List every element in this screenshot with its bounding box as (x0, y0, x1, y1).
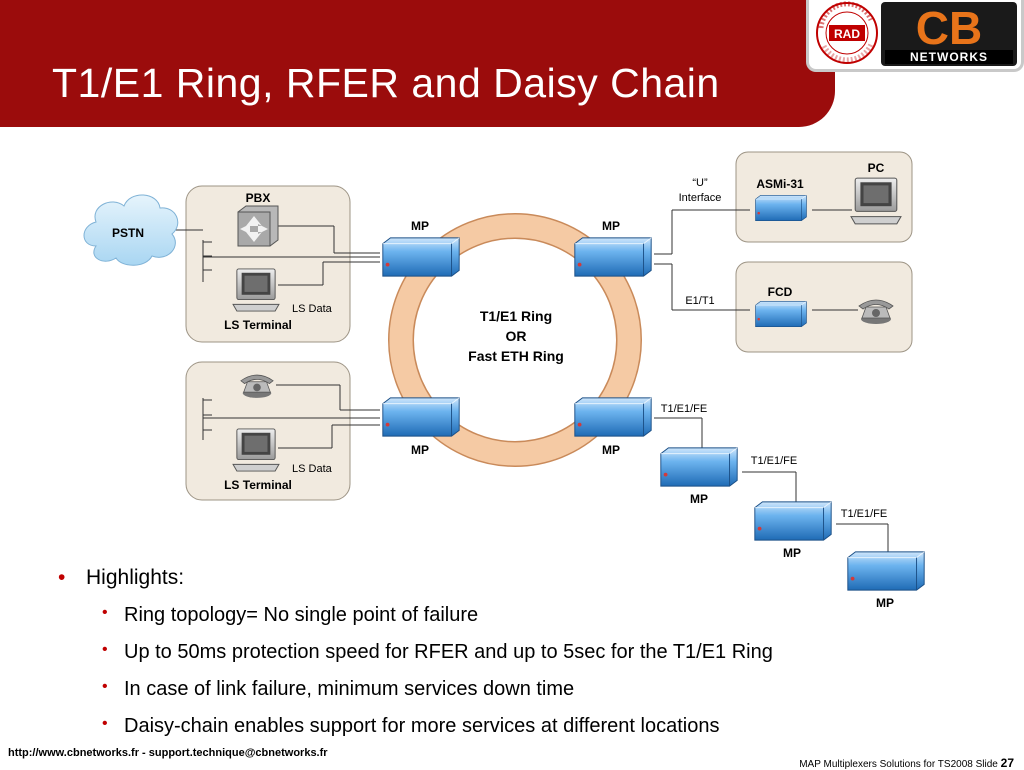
ls-terminal-1-label: LS Terminal (224, 318, 292, 332)
footer-slide-info: MAP Multiplexers Solutions for TS2008 Sl… (799, 756, 1014, 770)
cb-networks-logo: RAD CB NETWORKS (816, 1, 1017, 66)
highlights-title: Highlights: (86, 566, 185, 589)
slide-number: 27 (1000, 756, 1014, 770)
site-panel-fcd (735, 261, 913, 353)
slide-title: T1/E1 Ring, RFER and Daisy Chain (52, 60, 720, 106)
connections (170, 209, 889, 552)
chain-link-1-label: T1/E1/FE (661, 403, 707, 415)
bullet-icon: • (102, 604, 108, 621)
mp-chain-1-label: MP (690, 492, 708, 506)
highlight-text: Daisy-chain enables support for more ser… (124, 715, 720, 737)
logo: RAD CB NETWORKS (806, 0, 1024, 72)
rad-logo (829, 25, 865, 41)
ls-terminal-2-label: LS Terminal (224, 478, 292, 492)
ls-terminal-2-icon (232, 428, 280, 472)
mp-bottom-left-device (382, 397, 460, 437)
u-interface-label-line1: “U” (692, 177, 708, 189)
mp-bottom-right-device (574, 397, 652, 437)
ring-label-line2: OR (506, 328, 527, 344)
ring-label-line1: T1/E1 Ring (480, 308, 552, 324)
phone-2-icon (858, 299, 894, 325)
chain-link-3-label: T1/E1/FE (841, 508, 887, 520)
highlight-text: Up to 50ms protection speed for RFER and… (124, 641, 773, 663)
fcd-label: FCD (768, 285, 793, 299)
fcd-device (755, 300, 807, 328)
mp-top-right-label: MP (602, 219, 620, 233)
header-bar (0, 0, 835, 127)
highlight-item: • Ring topology= No single point of fail… (58, 604, 978, 641)
highlights-heading: • Highlights: (58, 566, 978, 596)
mp-top-left-label: MP (411, 219, 429, 233)
footer-contact: http://www.cbnetworks.fr - support.techn… (8, 747, 328, 759)
mp-bottom-right-label: MP (602, 443, 620, 457)
site-panel-pbx (185, 185, 351, 343)
pc-icon (850, 177, 902, 225)
networks-logo-text: NETWORKS (910, 50, 988, 64)
mp-chain-3-label: MP (876, 596, 894, 610)
footer-slide-label: Slide (975, 759, 998, 770)
chain-link-2-label: T1/E1/FE (751, 455, 797, 467)
rad-logo-text: RAD (834, 27, 860, 41)
highlight-item: • In case of link failure, minimum servi… (58, 678, 978, 715)
ls-data-1-label: LS Data (292, 303, 333, 315)
bullet-icon: • (102, 678, 108, 695)
mp-top-left-device (382, 237, 460, 277)
ls-terminal-1-icon (232, 268, 280, 312)
ls-data-2-label: LS Data (292, 463, 333, 475)
e1t1-label: E1/T1 (685, 295, 714, 307)
highlights-list: • Highlights: • Ring topology= No single… (58, 566, 978, 752)
bullet-icon: • (58, 566, 66, 589)
pstn-cloud (83, 194, 179, 266)
highlight-text: In case of link failure, minimum service… (124, 678, 575, 700)
pstn-label: PSTN (112, 226, 144, 240)
mp-chain-2-device (754, 501, 832, 541)
highlight-item: • Up to 50ms protection speed for RFER a… (58, 641, 978, 678)
pc-label: PC (868, 161, 885, 175)
mp-bottom-left-label: MP (411, 443, 429, 457)
bullet-icon: • (102, 715, 108, 732)
cb-logo-text: CB (916, 2, 982, 54)
ring-label-line3: Fast ETH Ring (468, 348, 564, 364)
pbx-label: PBX (246, 191, 271, 205)
pbx-icon (237, 205, 279, 247)
highlight-text: Ring topology= No single point of failur… (124, 604, 479, 626)
ring (389, 214, 641, 466)
mp-chain-1-device (660, 447, 738, 487)
asmi-label: ASMi-31 (756, 177, 804, 191)
asmi-device (755, 194, 807, 222)
u-interface-label-line2: Interface (679, 192, 722, 204)
phone-1-icon (240, 374, 274, 399)
footer-title: MAP Multiplexers Solutions for TS2008 (799, 759, 973, 770)
highlight-item: • Daisy-chain enables support for more s… (58, 715, 978, 752)
mp-top-right-device (574, 237, 652, 277)
mp-chain-2-label: MP (783, 546, 801, 560)
bullet-icon: • (102, 641, 108, 658)
